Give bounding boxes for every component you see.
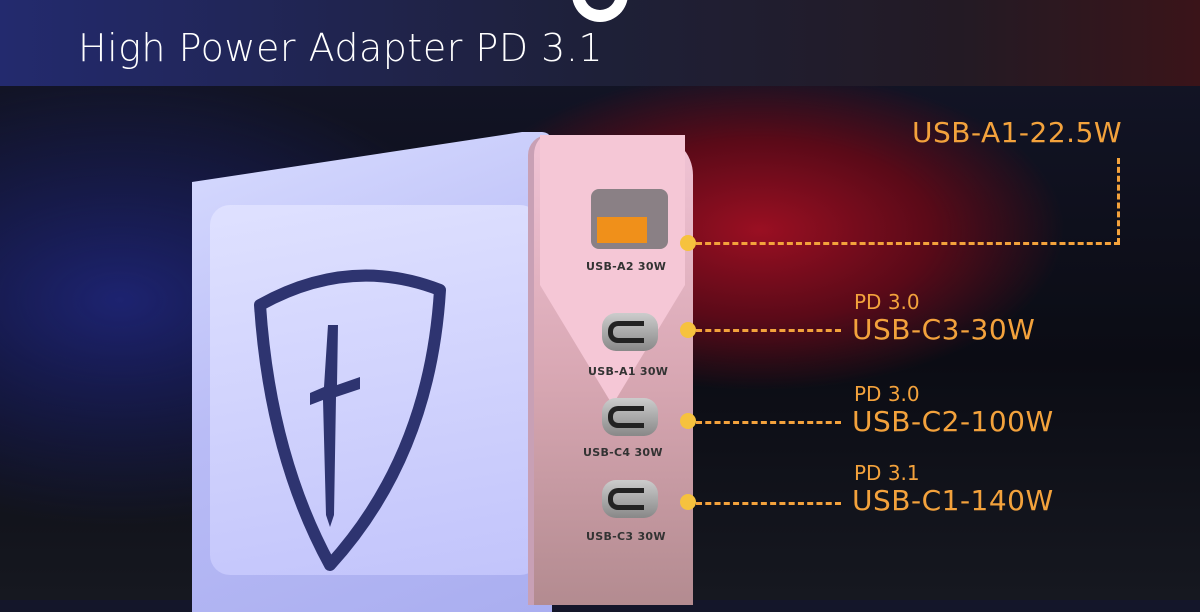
callout-usb-c2: USB-C2-100W	[852, 405, 1054, 438]
callout-dot	[680, 413, 696, 429]
usb-a2-port	[591, 189, 668, 249]
callout-usb-a1: USB-A1-22.5W	[912, 116, 1123, 149]
callout-usb-c3: USB-C3-30W	[852, 313, 1036, 346]
callout-line	[696, 421, 841, 424]
usb-c3-port	[602, 480, 658, 518]
port-label: USB-A2 30W	[586, 260, 667, 273]
charger-face	[210, 205, 540, 575]
callout-usb-c1: USB-C1-140W	[852, 484, 1054, 517]
pd-version: PD 3.1	[854, 461, 920, 485]
shield-sword-icon	[254, 269, 446, 571]
usb-c4-port	[602, 398, 658, 436]
port-label: USB-C3 30W	[586, 530, 666, 543]
callout-dot	[680, 235, 696, 251]
port-label: USB-C4 30W	[583, 446, 663, 459]
callout-line	[696, 242, 1120, 245]
callout-line	[696, 329, 841, 332]
callout-line	[1117, 158, 1120, 244]
callout-dot	[680, 322, 696, 338]
port-label: USB-A1 30W	[588, 365, 669, 378]
callout-line	[696, 502, 841, 505]
pd-version: PD 3.0	[854, 290, 920, 314]
page-title: High Power Adapter PD 3.1	[78, 26, 604, 70]
callout-dot	[680, 494, 696, 510]
pd-version: PD 3.0	[854, 382, 920, 406]
usb-a1-port	[602, 313, 658, 351]
